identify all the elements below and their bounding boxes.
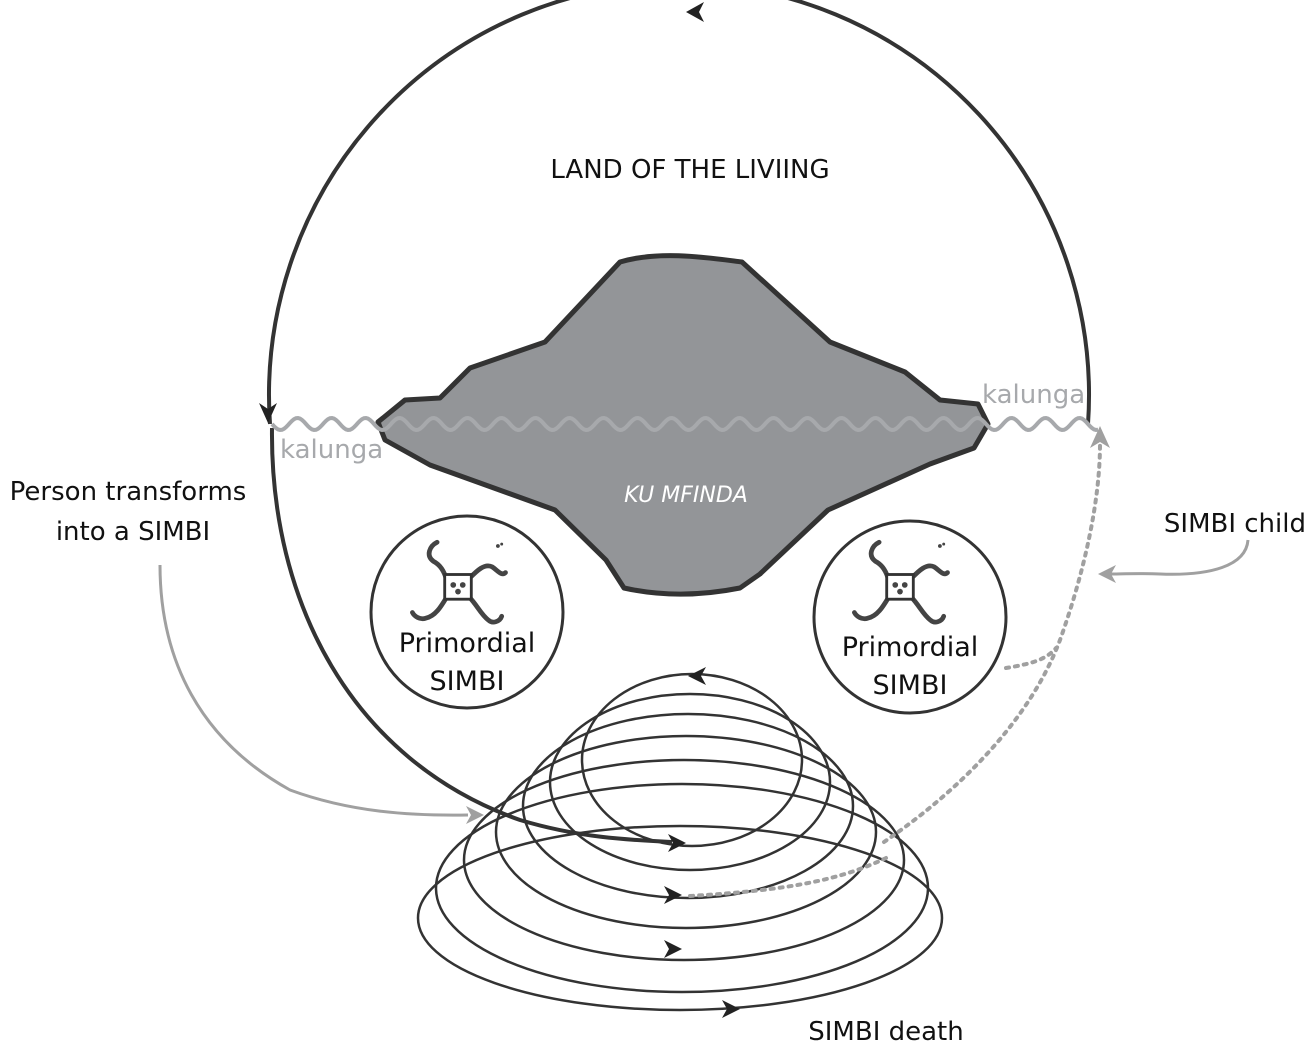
primordial-right-line2: SIMBI <box>873 670 948 701</box>
person-transforms-pointer <box>158 564 469 817</box>
kalunga-right-label: kalunga <box>982 380 1085 410</box>
spiral-arrow-1-icon <box>668 834 686 852</box>
person-transforms-label-line2: into a SIMBI <box>56 517 210 547</box>
land-of-living-label: LAND OF THE LIVIING <box>550 155 829 185</box>
spiral-arrow-2-icon <box>664 886 682 904</box>
simbi-child-pointer-arrow-icon <box>1098 565 1116 583</box>
simbi-spiral <box>416 672 944 1012</box>
simbi-death-label: SIMBI death <box>808 1017 963 1045</box>
lower-left-circle-arc <box>269 427 673 844</box>
primordial-simbi-right: Primordial SIMBI <box>812 519 1008 715</box>
kalunga-left-label: kalunga <box>280 435 383 465</box>
simbi-child-pointer <box>1107 539 1250 576</box>
primordial-right-line1: Primordial <box>842 632 979 663</box>
primordial-left-line1: Primordial <box>399 628 536 659</box>
left-down-arrow-icon <box>259 403 277 423</box>
spiral-dotted-link <box>688 856 888 898</box>
upper-circle-arc <box>267 0 1091 425</box>
person-transforms-label-line1: Person transforms <box>10 477 247 507</box>
simbi-child-label: SIMBI child <box>1164 509 1306 539</box>
simbi-child-dotted-path <box>882 442 1102 844</box>
primordial-simbi-left: Primordial SIMBI <box>369 514 565 710</box>
person-transforms-pointer-arrow-icon <box>466 806 484 824</box>
spiral-arrow-top-icon <box>688 667 706 685</box>
ku-mfinda-label: KU MFINDA <box>624 483 748 508</box>
simbi-child-up-arrow-icon <box>1090 426 1110 448</box>
primordial-right-dotted-link <box>1004 646 1058 670</box>
top-arrow-icon <box>686 2 704 22</box>
spiral-arrow-4-icon <box>722 1000 740 1018</box>
primordial-left-line2: SIMBI <box>430 666 505 697</box>
spiral-arrow-3-icon <box>664 940 682 958</box>
kalunga-wavy-line <box>270 416 1099 432</box>
